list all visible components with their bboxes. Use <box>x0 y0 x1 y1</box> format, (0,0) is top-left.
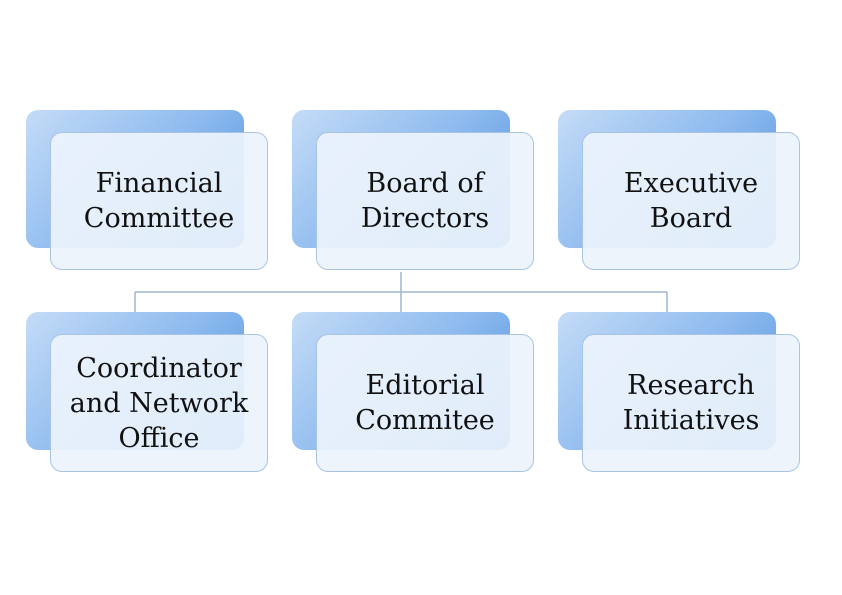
node-box: Board of Directors <box>316 132 534 270</box>
node-box: Research Initiatives <box>582 334 800 472</box>
node-box: Coordinator and Network Office <box>50 334 268 472</box>
node-research-initiatives: Research Initiatives <box>558 312 802 474</box>
node-board-of-directors: Board of Directors <box>292 110 536 272</box>
node-label: Research Initiatives <box>622 370 760 436</box>
node-executive-board: Executive Board <box>558 110 802 272</box>
node-box: Editorial Commitee <box>316 334 534 472</box>
node-label: Executive Board <box>623 168 759 234</box>
node-box: Executive Board <box>582 132 800 270</box>
node-box: Financial Committee <box>50 132 268 270</box>
node-financial-committee: Financial Committee <box>26 110 270 272</box>
node-editorial-committee: Editorial Commitee <box>292 312 536 474</box>
node-label: Board of Directors <box>360 168 490 234</box>
node-label: Editorial Commitee <box>355 370 495 436</box>
node-coordinator-network-office: Coordinator and Network Office <box>26 312 270 474</box>
node-label: Coordinator and Network Office <box>69 352 249 454</box>
node-label: Financial Committee <box>83 168 235 234</box>
